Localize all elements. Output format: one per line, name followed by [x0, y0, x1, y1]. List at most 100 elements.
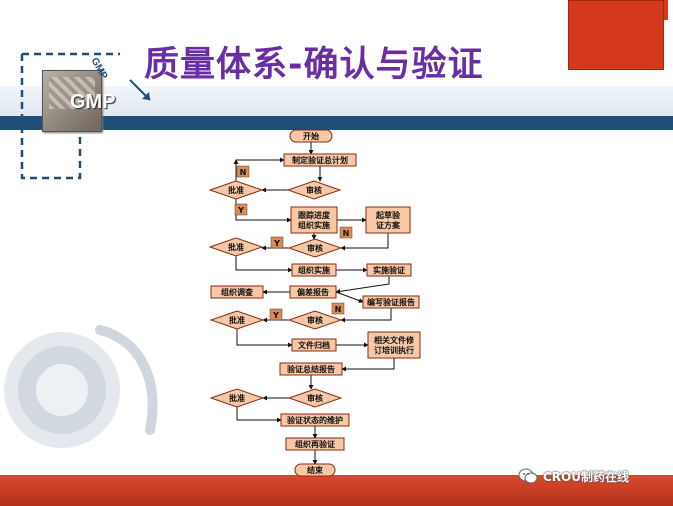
flow-node-org-investigation: 组织调查 [210, 285, 264, 299]
flow-node-master-plan: 制定验证总计划 [283, 153, 357, 167]
process-shape [291, 338, 337, 352]
wechat-icon [518, 468, 538, 484]
node-label-master_plan: 制定验证总计划 [292, 155, 348, 165]
tag-n3: N [331, 302, 345, 315]
node-label-maintain: 验证状态的维护 [287, 415, 343, 425]
connector-22 [236, 407, 282, 423]
terminal-shape [294, 463, 336, 477]
process-shape [285, 437, 345, 451]
node-label-review3: 审核 [307, 315, 323, 325]
flow-tags: N Y Y N Y N [234, 165, 353, 321]
node-label-review2: 审核 [307, 243, 323, 253]
flow-node-review3: 审核 [287, 310, 343, 330]
flow-node-review1: 审核 [286, 180, 342, 200]
header-dark-band [0, 116, 673, 130]
logo-arrow-icon [129, 79, 151, 101]
node-label-track: 组织实施 [298, 220, 330, 230]
tag-box [234, 203, 248, 216]
node-label-review1: 审核 [306, 185, 322, 195]
node-label-revalidate: 组织再验证 [295, 439, 335, 449]
stethoscope-decoration [4, 325, 158, 448]
node-label-track: 跟踪进度 [298, 210, 331, 220]
tag-label: N [343, 229, 350, 238]
process-shape [289, 285, 337, 299]
process-shape [367, 331, 421, 359]
terminal-shape [289, 129, 333, 143]
diamond-shape [287, 238, 343, 258]
process-shape [365, 206, 411, 234]
node-label-org_investigation: 组织调查 [221, 287, 254, 297]
top-right-accent [568, 0, 664, 70]
process-shape [283, 153, 357, 167]
node-label-review4: 审核 [307, 393, 323, 403]
process-shape [362, 295, 420, 309]
diamond-shape [286, 180, 342, 200]
connector-17 [236, 329, 293, 348]
flow-node-review2: 审核 [287, 238, 343, 258]
watermark: CROU制药在线 [518, 464, 629, 488]
connector-15 [340, 308, 392, 323]
watermark-text: CROU制药在线 [543, 469, 629, 484]
flow-node-impl-validation: 实施验证 [366, 263, 412, 277]
connector-12 [335, 276, 390, 294]
diamond-shape [287, 388, 343, 408]
tag-box [236, 165, 250, 178]
diamond-shape [209, 388, 265, 408]
tag-y2: Y [270, 236, 284, 249]
tag-label: Y [272, 311, 279, 320]
flow-node-revalidate: 组织再验证 [285, 437, 345, 451]
node-label-approve2: 批准 [228, 242, 244, 252]
node-label-revise_docs: 相关文件修 [374, 335, 415, 345]
connector-14 [335, 291, 364, 303]
flow-node-approve1: 批准 [208, 180, 264, 200]
connector-19 [341, 358, 395, 372]
process-shape [366, 263, 412, 277]
tag-label: N [240, 168, 247, 177]
flow-node-start: 开始 [289, 129, 333, 143]
flow-node-write-report: 编写验证报告 [362, 295, 420, 309]
tag-y1: Y [234, 203, 248, 216]
node-label-write_report: 编写验证报告 [367, 297, 415, 307]
tag-label: N [335, 305, 342, 314]
node-label-file_archive: 文件归档 [298, 340, 330, 350]
node-label-end: 结束 [307, 465, 324, 475]
flow-node-summary-report: 验证总结报告 [279, 362, 343, 376]
process-shape [210, 285, 264, 299]
flow-node-approve3: 批准 [209, 310, 265, 330]
node-label-approve1: 批准 [228, 185, 244, 195]
node-label-summary_report: 验证总结报告 [287, 364, 335, 374]
tag-box [339, 226, 353, 239]
node-label-deviation_report: 偏差报告 [297, 287, 329, 297]
process-shape [280, 413, 350, 427]
process-shape [291, 263, 337, 277]
header-light-band [0, 86, 673, 116]
node-label-revise_docs: 订培训执行 [374, 345, 414, 355]
process-shape [279, 362, 343, 376]
tag-y3: Y [269, 308, 283, 321]
tag-n1: N [236, 165, 250, 178]
tag-label: Y [237, 206, 244, 215]
tag-n2: N [339, 226, 353, 239]
node-label-approve3: 批准 [229, 315, 245, 325]
flow-connectors [233, 142, 395, 465]
node-label-draft_protocol: 证方案 [376, 220, 401, 230]
diamond-shape [208, 180, 264, 200]
flow-node-approve4: 批准 [209, 388, 265, 408]
flow-nodes: 开始制定验证总计划批准审核跟踪进度组织实施起草验证方案批准审核组织实施实施验证组… [208, 129, 421, 477]
logo-dashed-frame [20, 52, 120, 180]
gmp-logo [42, 70, 102, 132]
node-label-draft_protocol: 起草验 [375, 210, 401, 220]
diamond-shape [209, 310, 265, 330]
flow-node-end: 结束 [294, 463, 336, 477]
node-label-organize_impl: 组织实施 [298, 265, 330, 275]
tag-box [269, 308, 283, 321]
node-label-start: 开始 [303, 131, 319, 141]
tag-label: Y [273, 239, 280, 248]
flow-node-maintain: 验证状态的维护 [280, 413, 350, 427]
connector-10 [235, 256, 293, 273]
